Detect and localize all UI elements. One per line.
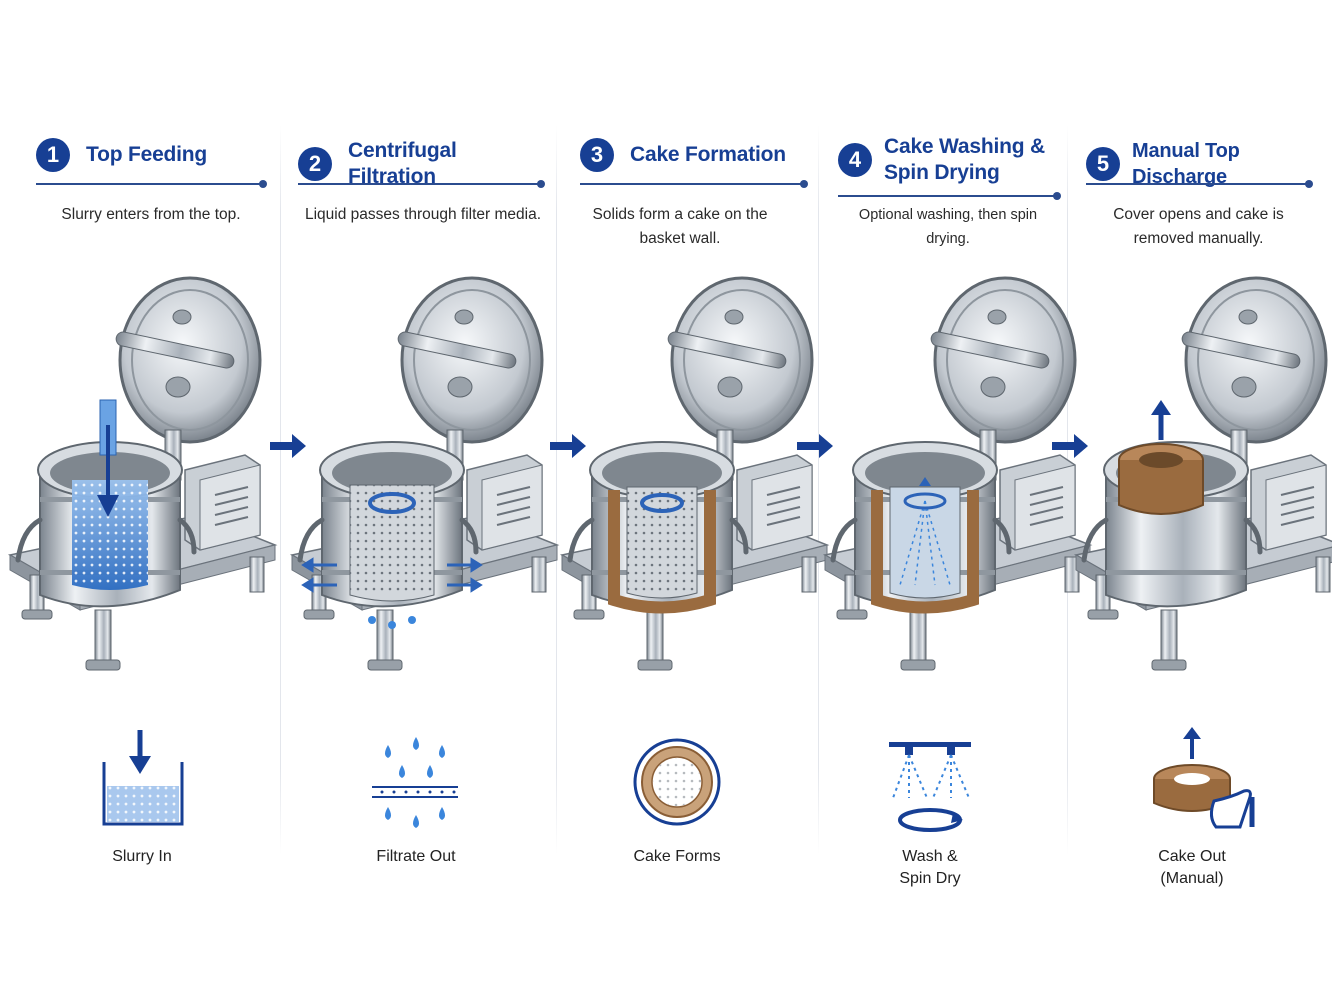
step-2-caption: Filtrate Out xyxy=(376,848,456,865)
step-2-number-badge: 2 xyxy=(298,147,332,181)
step-4-rule xyxy=(838,192,1061,200)
step-3-header: 3 Cake Formation xyxy=(580,138,786,172)
column-divider xyxy=(280,125,281,855)
step-3-number-badge: 3 xyxy=(580,138,614,172)
step-5-description: Cover opens and cake is removed manually… xyxy=(1113,206,1284,247)
step-4-header: 4 Cake Washing &Spin Drying xyxy=(838,134,1045,186)
centrifuge-feeding-illustration xyxy=(0,265,280,705)
step-1-number-badge: 1 xyxy=(36,138,70,172)
step-1-header: 1 Top Feeding xyxy=(36,138,207,172)
flow-arrow-icon xyxy=(1052,434,1088,458)
cake-ring-icon xyxy=(633,738,721,826)
step-3-description: Solids form a cake on the basket wall. xyxy=(592,206,768,247)
slurry-beaker-icon xyxy=(102,730,184,826)
step-1: 1 Top Feeding Slurry enters from the top… xyxy=(36,120,271,880)
column-divider xyxy=(556,125,557,855)
filtrate-drops-icon xyxy=(372,737,458,828)
centrifuge-discharge-illustration xyxy=(1066,265,1332,705)
step-1-description: Slurry enters from the top. xyxy=(61,206,241,223)
step-2-header: 2 Centrifugal Filtration xyxy=(298,138,550,190)
step-5-header: 5 Manual Top Discharge xyxy=(1086,138,1326,190)
step-2-rule xyxy=(298,180,545,188)
step-4-number-badge: 4 xyxy=(838,143,872,177)
step-2-title: Centrifugal Filtration xyxy=(348,139,457,188)
step-5-number-badge: 5 xyxy=(1086,147,1120,181)
step-5-rule xyxy=(1086,180,1313,188)
step-2: 2 Centrifugal Filtration Liquid passes t… xyxy=(298,120,550,880)
hand-lift-cake-icon xyxy=(1153,727,1255,829)
step-4-caption: Wash &Spin Dry xyxy=(899,848,961,887)
step-4: 4 Cake Washing &Spin Drying Optional was… xyxy=(838,120,1064,880)
step-2-description: Liquid passes through filter media. xyxy=(304,206,542,223)
step-5: 5 Manual Top Discharge Cover opens and c… xyxy=(1086,120,1326,880)
step-3-rule xyxy=(580,180,808,188)
column-divider xyxy=(818,125,819,855)
step-4-description: Optional washing, then spin drying. xyxy=(858,207,1038,247)
flow-arrow-icon xyxy=(550,434,586,458)
step-3: 3 Cake Formation Solids form a cake on t… xyxy=(580,120,812,880)
spray-spin-icon xyxy=(889,742,971,832)
step-1-title: Top Feeding xyxy=(86,143,208,166)
step-5-title: Manual Top Discharge xyxy=(1132,140,1240,188)
step-4-title: Cake Washing &Spin Drying xyxy=(884,135,1045,184)
step-1-caption: Slurry In xyxy=(112,848,172,865)
centrifuge-washing-illustration xyxy=(815,265,1095,705)
centrifuge-filtration-illustration xyxy=(282,265,562,705)
flow-arrow-icon xyxy=(797,434,833,458)
step-5-caption: Cake Out(Manual) xyxy=(1158,848,1226,887)
step-1-rule xyxy=(36,180,267,188)
centrifuge-cake-formation-illustration xyxy=(552,265,832,705)
step-3-title: Cake Formation xyxy=(630,143,786,166)
flow-arrow-icon xyxy=(270,434,306,458)
step-3-caption: Cake Forms xyxy=(633,848,721,865)
